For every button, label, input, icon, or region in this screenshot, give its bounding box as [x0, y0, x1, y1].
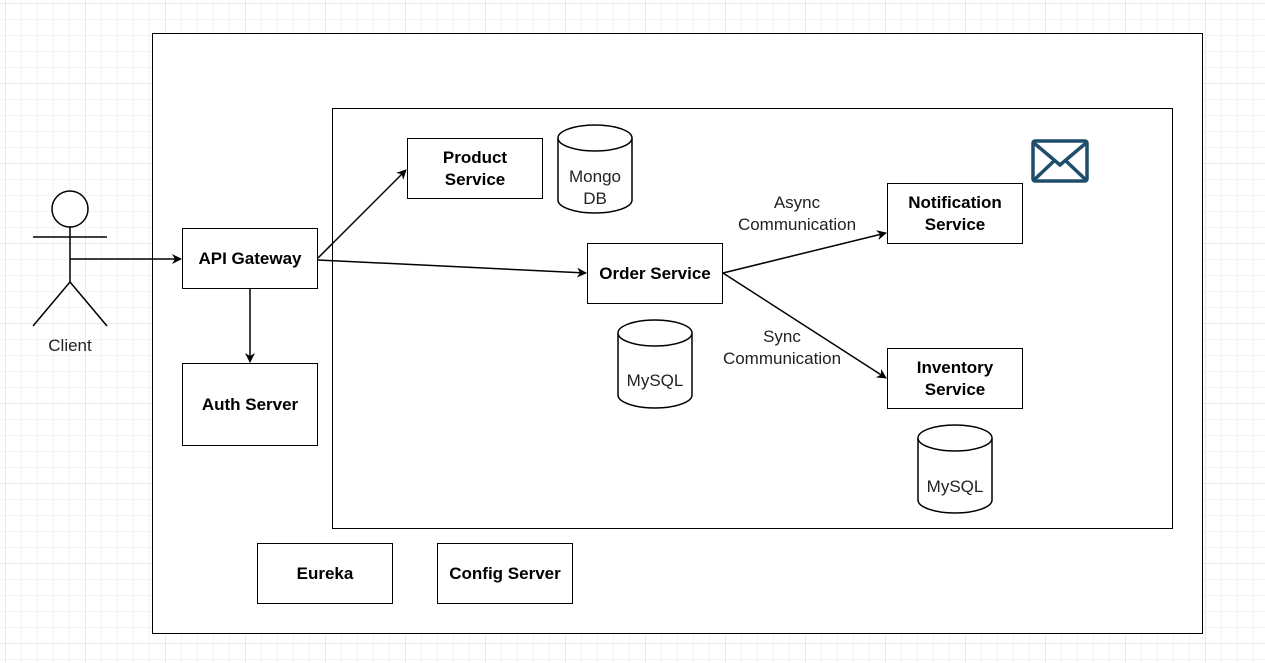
order-db-label: MySQL: [626, 371, 684, 390]
eureka-box[interactable]: Eureka: [257, 543, 393, 604]
inventory-db-cylinder: MySQL: [916, 423, 994, 515]
order-service-box[interactable]: Order Service: [587, 243, 723, 304]
product-db-cylinder: Mongo DB: [556, 123, 634, 215]
notification-service-box[interactable]: Notification Service: [887, 183, 1023, 244]
sync-communication-label: Sync Communication: [722, 327, 842, 368]
async-communication-label: Async Communication: [737, 193, 857, 234]
order-db-cylinder: MySQL: [616, 318, 694, 410]
database-icon: [617, 319, 693, 409]
inventory-service-box[interactable]: Inventory Service: [887, 348, 1023, 409]
product-db-label: Mongo DB: [569, 167, 621, 208]
config-server-box[interactable]: Config Server: [437, 543, 573, 604]
client-label: Client: [48, 336, 92, 355]
api-gateway-box[interactable]: API Gateway: [182, 228, 318, 289]
auth-server-box[interactable]: Auth Server: [182, 363, 318, 446]
database-icon: [917, 424, 993, 514]
database-icon: [557, 124, 633, 214]
inventory-db-label: MySQL: [926, 477, 984, 496]
mail-envelope-icon: [1031, 139, 1089, 183]
product-service-box[interactable]: Product Service: [407, 138, 543, 199]
